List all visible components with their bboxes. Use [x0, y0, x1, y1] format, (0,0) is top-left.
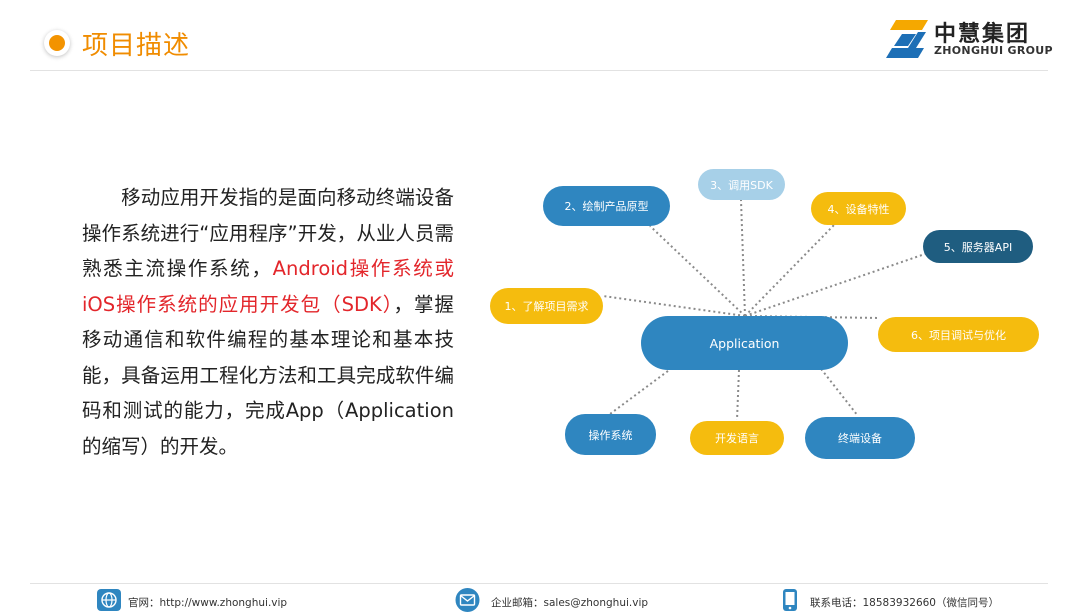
logo-chinese-name: 中慧集团 — [934, 22, 1031, 47]
header-divider — [30, 70, 1048, 71]
phone-icon — [783, 589, 797, 611]
footer-divider — [30, 583, 1048, 584]
globe-icon — [97, 589, 121, 611]
node-dev-language: 开发语言 — [690, 421, 784, 455]
mail-icon — [455, 588, 480, 612]
description-text: 移动应用开发指的是面向移动终端设备操作系统进行“应用程序”开发，从业人员需熟悉主… — [82, 186, 454, 280]
node-debug-optimize: 6、项目调试与优化 — [878, 317, 1039, 352]
node-draw-prototype: 2、绘制产品原型 — [543, 186, 670, 226]
node-terminal-device: 终端设备 — [805, 417, 915, 459]
node-understand-requirements: 1、了解项目需求 — [490, 288, 603, 324]
node-server-api: 5、服务器API — [923, 230, 1033, 263]
node-call-sdk: 3、调用SDK — [698, 169, 785, 200]
footer-phone: 联系电话：18583932660（微信同号） — [810, 597, 999, 609]
application-node: Application — [641, 316, 848, 370]
logo-english-name: ZHONGHUI GROUP — [934, 44, 1053, 57]
description-text-end: ，掌握移动通信和软件编程的基本理论和基本技能，具备运用工程化方法和工具完成软件编… — [82, 292, 454, 458]
title-bullet-icon — [44, 30, 70, 56]
footer-email: 企业邮箱：sales@zhonghui.vip — [491, 597, 649, 609]
page-title: 项目描述 — [82, 31, 191, 61]
node-device-features: 4、设备特性 — [811, 192, 906, 225]
description-paragraph: 移动应用开发指的是面向移动终端设备操作系统进行“应用程序”开发，从业人员需熟悉主… — [82, 180, 454, 464]
node-operating-system: 操作系统 — [565, 414, 656, 455]
footer-website: 官网：http://www.zhonghui.vip — [128, 597, 288, 609]
zhonghui-logo-icon — [886, 20, 928, 58]
description-highlight: Android操作系统或iOS操作系统的应用开发包（SDK） — [82, 257, 454, 316]
